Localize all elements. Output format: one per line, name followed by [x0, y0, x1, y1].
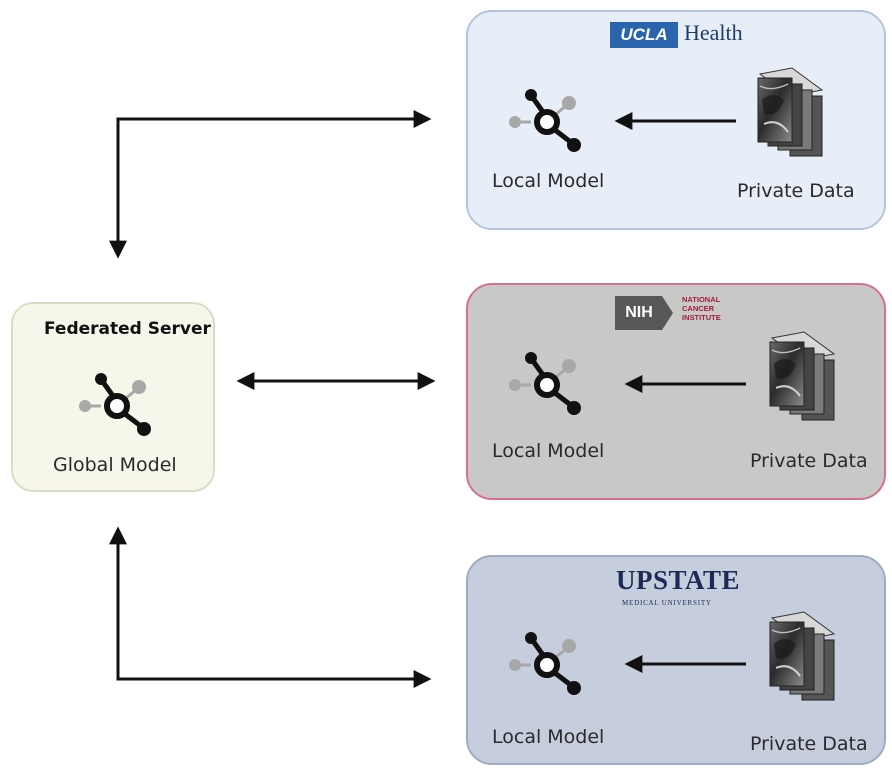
neural-network-node-icon: [509, 89, 581, 152]
nih-logo-text: NIH: [625, 304, 653, 321]
private-data-label: Private Data: [750, 733, 868, 755]
global-model-label: Global Model: [53, 454, 177, 476]
mri-image-stack-icon: [769, 331, 835, 421]
ucla-logo-box: [610, 22, 678, 48]
neural-network-node-icon: [79, 373, 151, 436]
mri-image-stack-icon: [757, 67, 823, 157]
upstate-logo-subtext: MEDICAL UNIVERSITY: [622, 599, 712, 607]
neural-network-node-icon: [509, 632, 581, 695]
connector-server-to-site-bottom: [109, 526, 432, 688]
ucla-logo-text: UCLA: [620, 25, 668, 44]
nci-logo-text: NATIONAL CANCER INSTITUTE: [682, 295, 721, 322]
local-model-label: Local Model: [492, 440, 605, 462]
connector-server-to-site-top: [109, 110, 432, 259]
upstate-logo-text: UPSTATE: [616, 565, 741, 595]
ucla-logo-health: Health: [684, 20, 743, 45]
local-model-label: Local Model: [492, 726, 605, 748]
mri-image-stack-icon: [769, 611, 835, 701]
neural-network-node-icon: [509, 352, 581, 415]
nih-logo-shape: [615, 296, 673, 330]
local-model-label: Local Model: [492, 170, 605, 192]
private-data-label: Private Data: [750, 450, 868, 472]
private-data-label: Private Data: [737, 180, 855, 202]
server-title: Federated Server: [44, 319, 211, 339]
